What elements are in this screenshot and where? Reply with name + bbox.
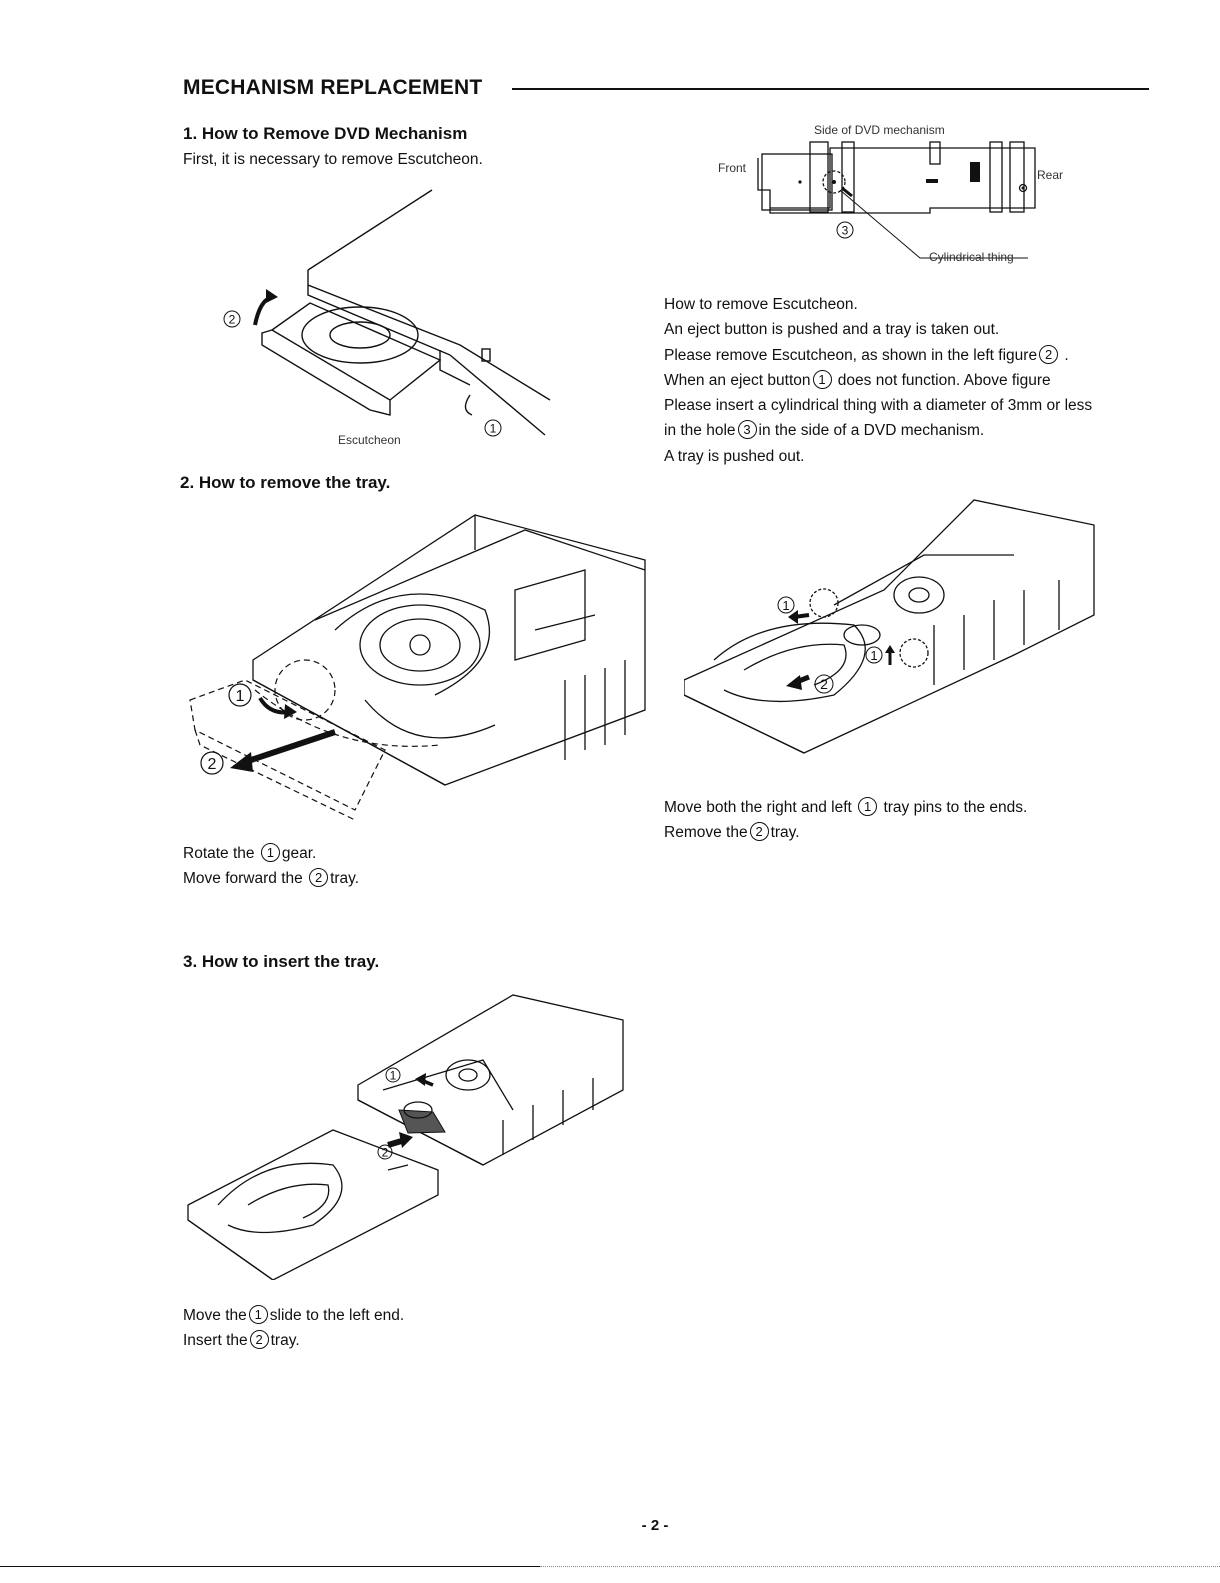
marker-circle: 2 [249,1330,269,1350]
escutcheon-instructions: How to remove Escutcheon. An eject butto… [664,292,1092,469]
marker-1b: 1 [865,646,883,664]
svg-text:2: 2 [820,676,828,692]
marker-circle: 1 [260,843,280,862]
marker-2: 2 [814,674,834,694]
section1-intro: First, it is necessary to remove Escutch… [183,151,483,168]
svg-text:3: 3 [842,224,849,238]
tray-removal-figure-left: 1 2 [185,500,655,820]
footer-rule [0,1566,540,1567]
marker-1: 1 [484,419,502,437]
marker-circle: 2 [309,868,329,888]
tray-insert-figure: 1 2 [183,990,633,1280]
marker-circle: 2 [749,822,769,842]
instr-line-1: How to remove Escutcheon. [664,296,858,313]
rear-label: Rear [1037,168,1063,182]
svg-text:2: 2 [382,1146,389,1160]
svg-text:2: 2 [229,313,236,327]
instr-line-3: Please remove Escutcheon, as shown in th… [664,344,1069,364]
section2-heading: 2. How to remove the tray. [180,473,391,492]
svg-text:1: 1 [782,598,789,613]
escutcheon-label: Escutcheon [338,433,401,447]
marker-circle: 2 [1039,344,1059,364]
svg-text:1: 1 [490,422,497,436]
marker-2: 2 [223,310,241,328]
instr-line-5: Please insert a cylindrical thing with a… [664,397,1093,415]
marker-circle: 1 [858,797,878,816]
marker-2: 2 [377,1144,393,1160]
tray-removal-figure-right: 1 1 2 [684,495,1099,760]
page-title: MECHANISM REPLACEMENT [183,76,483,99]
side-label: Side of DVD mechanism [814,123,945,137]
instr-line-7: A tray is pushed out. [664,447,805,465]
footer-rule-dotted [540,1566,1220,1567]
svg-text:1: 1 [236,688,245,705]
page-number: - 2 - [641,1517,669,1534]
section3-heading: 3. How to insert the tray. [183,952,380,971]
escutcheon-removal-figure: 2 1 Escutcheon [210,185,555,450]
marker-1a: 1 [777,596,795,614]
front-label: Front [718,161,747,175]
svg-text:1: 1 [390,1069,397,1083]
marker-1: 1 [228,683,252,707]
instr-line-2: An eject button is pushed and a tray is … [664,321,1000,339]
title-rule [512,88,1149,90]
cylindrical-thing-label: Cylindrical thing [929,250,1014,264]
marker-circle: 3 [737,420,757,440]
svg-text:2: 2 [208,756,217,773]
section1-heading: 1. How to Remove DVD Mechanism [183,124,468,143]
dvd-mechanism-side-figure: Side of DVD mechanism Front Rear 3 Cylin… [710,118,1090,270]
marker-3: 3 [836,221,854,239]
marker-2: 2 [200,751,224,775]
tray-pins-instructions: Move both the right and left 1 tray pins… [664,795,1027,846]
marker-circle: 1 [248,1305,268,1324]
svg-text:1: 1 [870,648,877,663]
instr-line-1: Move both the right and left 1 tray pins… [664,797,1028,816]
marker-circle: 1 [812,369,832,389]
marker-1: 1 [385,1067,401,1083]
